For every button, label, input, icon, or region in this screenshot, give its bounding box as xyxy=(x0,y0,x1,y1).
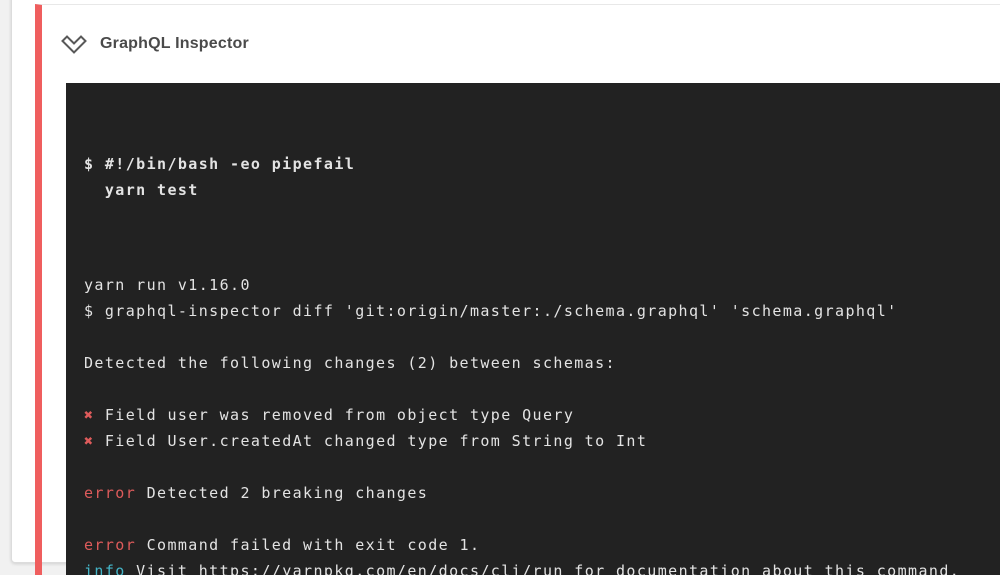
terminal-line: error Command failed with exit code 1. xyxy=(84,532,1000,558)
terminal-line: Detected the following changes (2) betwe… xyxy=(84,350,1000,376)
terminal-line xyxy=(84,506,1000,532)
terminal-text: Visit https://yarnpkg.com/en/docs/cli/ru… xyxy=(125,562,961,575)
terminal-line: $ graphql-inspector diff 'git:origin/mas… xyxy=(84,298,1000,324)
terminal-line xyxy=(84,324,1000,350)
terminal-line: yarn run v1.16.0 xyxy=(84,272,1000,298)
terminal-text: Detected the following changes (2) betwe… xyxy=(84,354,616,372)
terminal-line xyxy=(84,376,1000,402)
left-gutter xyxy=(0,0,11,575)
command-block: $ #!/bin/bash -eo pipefail yarn test xyxy=(84,151,1000,203)
terminal-output: $ #!/bin/bash -eo pipefail yarn test yar… xyxy=(66,83,1000,575)
terminal-red-text: error xyxy=(84,536,137,554)
terminal-red-text: ✖ xyxy=(84,406,95,424)
terminal-text: Field user was removed from object type … xyxy=(94,406,575,424)
build-step-card: GraphQL Inspector $ #!/bin/bash -eo pipe… xyxy=(11,0,1000,575)
terminal-red-text: error xyxy=(84,484,137,502)
terminal-line: error Detected 2 breaking changes xyxy=(84,480,1000,506)
terminal-line: $ #!/bin/bash -eo pipefail xyxy=(84,151,1000,177)
terminal-text: $ #!/bin/bash -eo pipefail xyxy=(84,155,356,173)
terminal-line: info Visit https://yarnpkg.com/en/docs/c… xyxy=(84,558,1000,575)
terminal-line xyxy=(84,454,1000,480)
terminal-line: yarn test xyxy=(84,177,1000,203)
failed-step-section: GraphQL Inspector $ #!/bin/bash -eo pipe… xyxy=(35,4,1000,575)
terminal-text: yarn run v1.16.0 xyxy=(84,276,251,294)
step-header[interactable]: GraphQL Inspector xyxy=(42,5,1000,83)
step-title: GraphQL Inspector xyxy=(100,35,249,52)
terminal-text: Command failed with exit code 1. xyxy=(136,536,481,554)
chevron-down-outline-icon[interactable] xyxy=(60,32,88,56)
terminal-cyan-text: info xyxy=(84,562,126,575)
terminal-text: Field User.createdAt changed type from S… xyxy=(94,432,648,450)
terminal-text: $ graphql-inspector diff 'git:origin/mas… xyxy=(84,302,898,320)
terminal-text: Detected 2 breaking changes xyxy=(136,484,429,502)
terminal-line: ✖ Field user was removed from object typ… xyxy=(84,402,1000,428)
terminal-red-text: ✖ xyxy=(84,432,95,450)
output-block: yarn run v1.16.0 $ graphql-inspector diff… xyxy=(84,272,1000,575)
terminal-line: ✖ Field User.createdAt changed type from… xyxy=(84,428,1000,454)
terminal-text: yarn test xyxy=(84,181,199,199)
